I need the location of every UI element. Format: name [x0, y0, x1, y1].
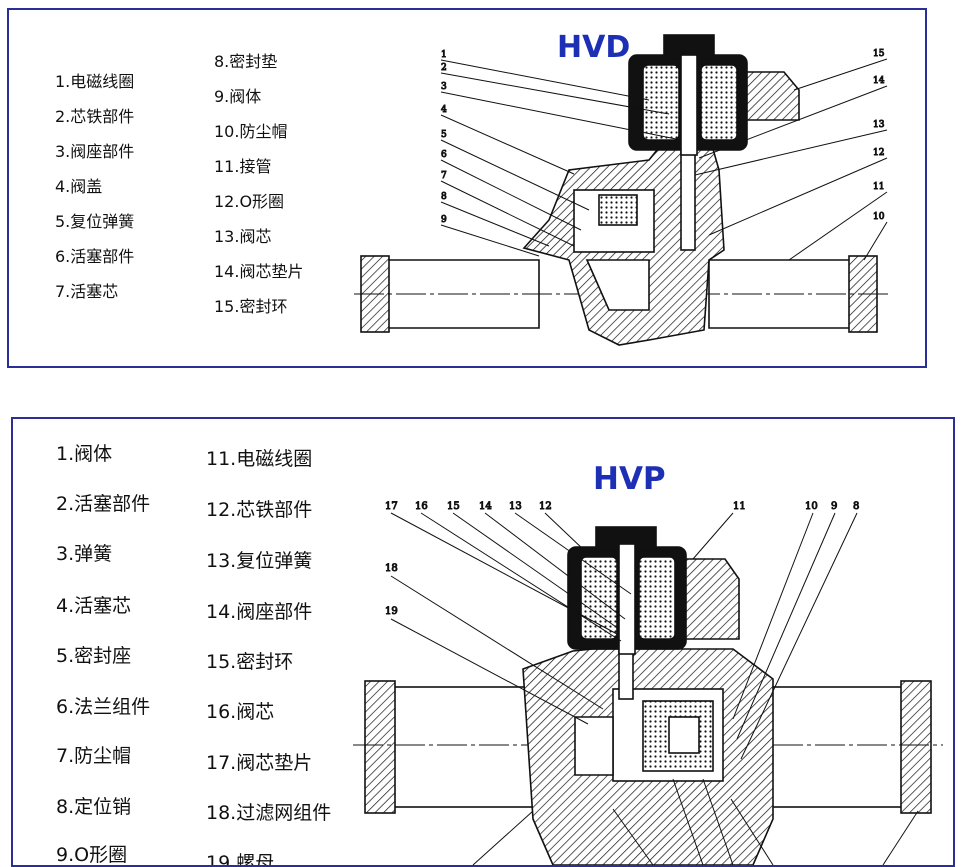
- hvd-callouts-right: 15 14 13 12 11 10: [694, 49, 888, 261]
- hvd-callout-label: 1: [441, 50, 447, 60]
- hvp-legend-item: 4.活塞芯: [56, 595, 132, 617]
- hvd-legend-item: 15.密封环: [214, 297, 288, 316]
- hvd-legend-item: 14.阀芯垫片: [214, 262, 304, 281]
- hvd-pipe: [354, 255, 889, 333]
- hvd-model-title: HVD: [557, 30, 631, 65]
- hvp-callout-label: 19: [385, 606, 398, 617]
- hvp-callout-label: 14: [479, 501, 492, 512]
- hvp-callout-label: 17: [385, 501, 398, 512]
- hvd-legend-item: 13.阀芯: [214, 227, 272, 246]
- hvd-callout-label: 11: [873, 182, 884, 192]
- hvp-model-title: HVP: [593, 461, 666, 497]
- hvp-legend-item: 11.电磁线圈: [206, 448, 313, 470]
- hvd-callout-label: 10: [873, 212, 885, 222]
- hvd-callout-label: 9: [441, 215, 447, 225]
- hvd-legend-item: 9.阀体: [214, 87, 262, 106]
- hvp-legend-item: 14.阀座部件: [206, 601, 313, 623]
- hvp-callout-label: 10: [805, 501, 818, 512]
- hvd-callout-label: 8: [441, 192, 447, 202]
- hvp-legend-item: 6.法兰组件: [56, 696, 151, 718]
- hvd-callout-label: 3: [441, 82, 447, 92]
- hvp-callout-label: 15: [447, 501, 460, 512]
- hvp-legend-item: 5.密封座: [56, 645, 132, 667]
- hvd-callout-label: 6: [441, 150, 447, 160]
- hvd-legend-item: 1.电磁线圈: [55, 72, 135, 91]
- hvd-legend-item: 6.活塞部件: [55, 247, 135, 266]
- hvp-legend-item: 8.定位销: [56, 796, 132, 818]
- hvp-legend-item: 12.芯铁部件: [206, 499, 313, 521]
- hvd-legend-item: 7.活塞芯: [55, 282, 119, 301]
- hvp-callout-label: 13: [509, 501, 522, 512]
- hvd-section-drawing: 1 2 3 4 5 6 7 8 9 15 14 13 12 11 10: [354, 34, 889, 346]
- hvp-callout-label: 9: [831, 501, 837, 512]
- hvd-legend-item: 5.复位弹簧: [55, 212, 135, 231]
- hvd-callout-label: 15: [873, 49, 885, 59]
- hvd-legend-item: 12.O形圈: [214, 192, 285, 211]
- hvp-callouts-top: 17 16 15 14 13 12 11 10 9 8: [385, 501, 860, 760]
- hvp-callout-label: 12: [539, 501, 552, 512]
- hvd-legend-item: 8.密封垫: [214, 52, 278, 71]
- hvd-legend-item: 4.阀盖: [55, 177, 103, 196]
- hvd-callout-label: 5: [441, 130, 447, 140]
- hvd-callout-label: 4: [441, 105, 447, 115]
- hvp-legend-item: 1.阀体: [56, 443, 113, 465]
- hvd-legend-item: 3.阀座部件: [55, 142, 135, 161]
- hvp-valve-body: [522, 608, 774, 865]
- hvp-callout-label: 8: [853, 501, 859, 512]
- hvp-legend-item: 13.复位弹簧: [206, 550, 313, 572]
- hvp-legend-item: 7.防尘帽: [56, 745, 132, 767]
- hvd-legend-item: 2.芯铁部件: [55, 107, 135, 126]
- hvp-callout-label: 18: [385, 563, 398, 574]
- hvp-legend-item: 3.弹簧: [56, 543, 113, 565]
- hvp-callout-label: 16: [415, 501, 428, 512]
- hvp-legend-item: 18.过滤网组件: [206, 802, 332, 824]
- hvd-callout-label: 14: [873, 76, 885, 86]
- hvd-callout-label: 2: [441, 63, 447, 73]
- hvp-callouts-left: 18 19: [385, 563, 604, 725]
- hvp-legend-item: 2.活塞部件: [56, 493, 151, 515]
- hvd-panel: 1.电磁线圈 2.芯铁部件 3.阀座部件 4.阀盖 5.复位弹簧 6.活塞部件 …: [7, 8, 927, 368]
- hvp-callout-label: 11: [733, 501, 746, 512]
- hvd-callout-label: 13: [873, 120, 885, 130]
- hvd-coil: [628, 34, 800, 156]
- hvp-panel: 1.阀体 2.活塞部件 3.弹簧 4.活塞芯 5.密封座 6.法兰组件 7.防尘…: [11, 417, 955, 867]
- hvd-callouts-left: 1 2 3 4 5 6 7 8 9: [441, 50, 682, 257]
- hvd-legend-item: 11.接管: [214, 157, 272, 176]
- hvp-section-drawing: 17 16 15 14 13 12 11 10 9 8 18 19: [353, 501, 943, 865]
- hvd-callout-label: 12: [873, 148, 884, 158]
- hvp-legend-item: 15.密封环: [206, 651, 294, 673]
- hvd-legend-item: 10.防尘帽: [214, 122, 288, 141]
- hvp-coil: [567, 526, 740, 655]
- hvp-legend-item: 16.阀芯: [206, 701, 275, 723]
- hvp-legend-item: 17.阀芯垫片: [206, 752, 313, 774]
- hvd-callout-label: 7: [441, 171, 447, 181]
- hvd-valve-body: [522, 134, 725, 346]
